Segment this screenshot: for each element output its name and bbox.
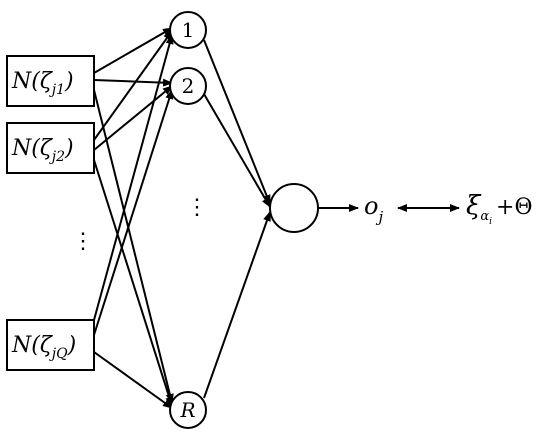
input-box-2: N(ζj2) xyxy=(6,122,95,174)
edge-inputQ-hiddenR xyxy=(93,351,173,409)
input-to-hidden-edges xyxy=(93,27,174,409)
input-1-subscript: j1 xyxy=(49,82,65,98)
svg-text:N(ζj1): N(ζj1) xyxy=(11,69,74,98)
hidden-node-2: 2 xyxy=(169,67,207,105)
edge-inputQ-hidden2 xyxy=(93,89,174,336)
target-plus: + xyxy=(496,195,514,220)
target-sub-subscript: i xyxy=(489,217,492,227)
output-node xyxy=(269,183,319,233)
input-2-prefix: N( xyxy=(11,136,40,161)
input-1-symbol: ζ xyxy=(40,69,54,94)
input-Q-subscript: jQ xyxy=(49,346,68,362)
svg-text:N(ζj2): N(ζj2) xyxy=(11,136,74,165)
edge-hiddenR-output xyxy=(203,211,271,399)
input-2-suffix: ) xyxy=(64,136,74,161)
target-subscript: α xyxy=(480,209,489,224)
hidden-to-output-edges xyxy=(203,39,271,399)
input-Q-symbol: ζ xyxy=(40,333,54,358)
input-1-suffix: ) xyxy=(64,69,74,94)
input-2-symbol: ζ xyxy=(40,136,54,161)
input-Q-prefix: N( xyxy=(11,333,40,358)
hidden-ellipsis: ⋮ xyxy=(186,195,208,220)
edge-input2-hiddenR xyxy=(93,159,174,407)
input-Q-suffix: ) xyxy=(67,333,77,358)
hidden-node-1: 1 xyxy=(169,11,207,49)
svg-text:N(ζjQ): N(ζjQ) xyxy=(11,333,76,362)
output-subscript: j xyxy=(375,208,383,226)
input-box-Q: N(ζjQ) xyxy=(6,319,95,371)
input-box-1: N(ζj1) xyxy=(6,55,95,107)
input-2-subscript: j2 xyxy=(49,149,65,165)
input-ellipsis: ⋮ xyxy=(72,229,94,254)
hidden-node-2-label: 2 xyxy=(182,74,195,98)
edge-hidden2-output xyxy=(203,93,271,208)
target-label: ξαi +Θ xyxy=(466,191,532,227)
edge-input1-hiddenR xyxy=(93,89,174,404)
edge-input2-hidden1 xyxy=(93,30,173,141)
hidden-node-R: R xyxy=(169,391,207,429)
edge-input2-hidden2 xyxy=(93,85,173,151)
edge-input1-hidden1 xyxy=(93,27,173,74)
input-1-prefix: N( xyxy=(11,69,40,94)
target-symbol: ξ xyxy=(466,191,482,221)
output-label: oj xyxy=(364,192,383,226)
hidden-node-R-label: R xyxy=(179,398,195,422)
target-theta: Θ xyxy=(514,195,532,220)
hidden-node-1-label: 1 xyxy=(182,18,195,42)
edge-inputQ-hidden1 xyxy=(93,34,174,321)
output-symbol: o xyxy=(364,192,378,220)
edge-hidden1-output xyxy=(203,39,271,205)
